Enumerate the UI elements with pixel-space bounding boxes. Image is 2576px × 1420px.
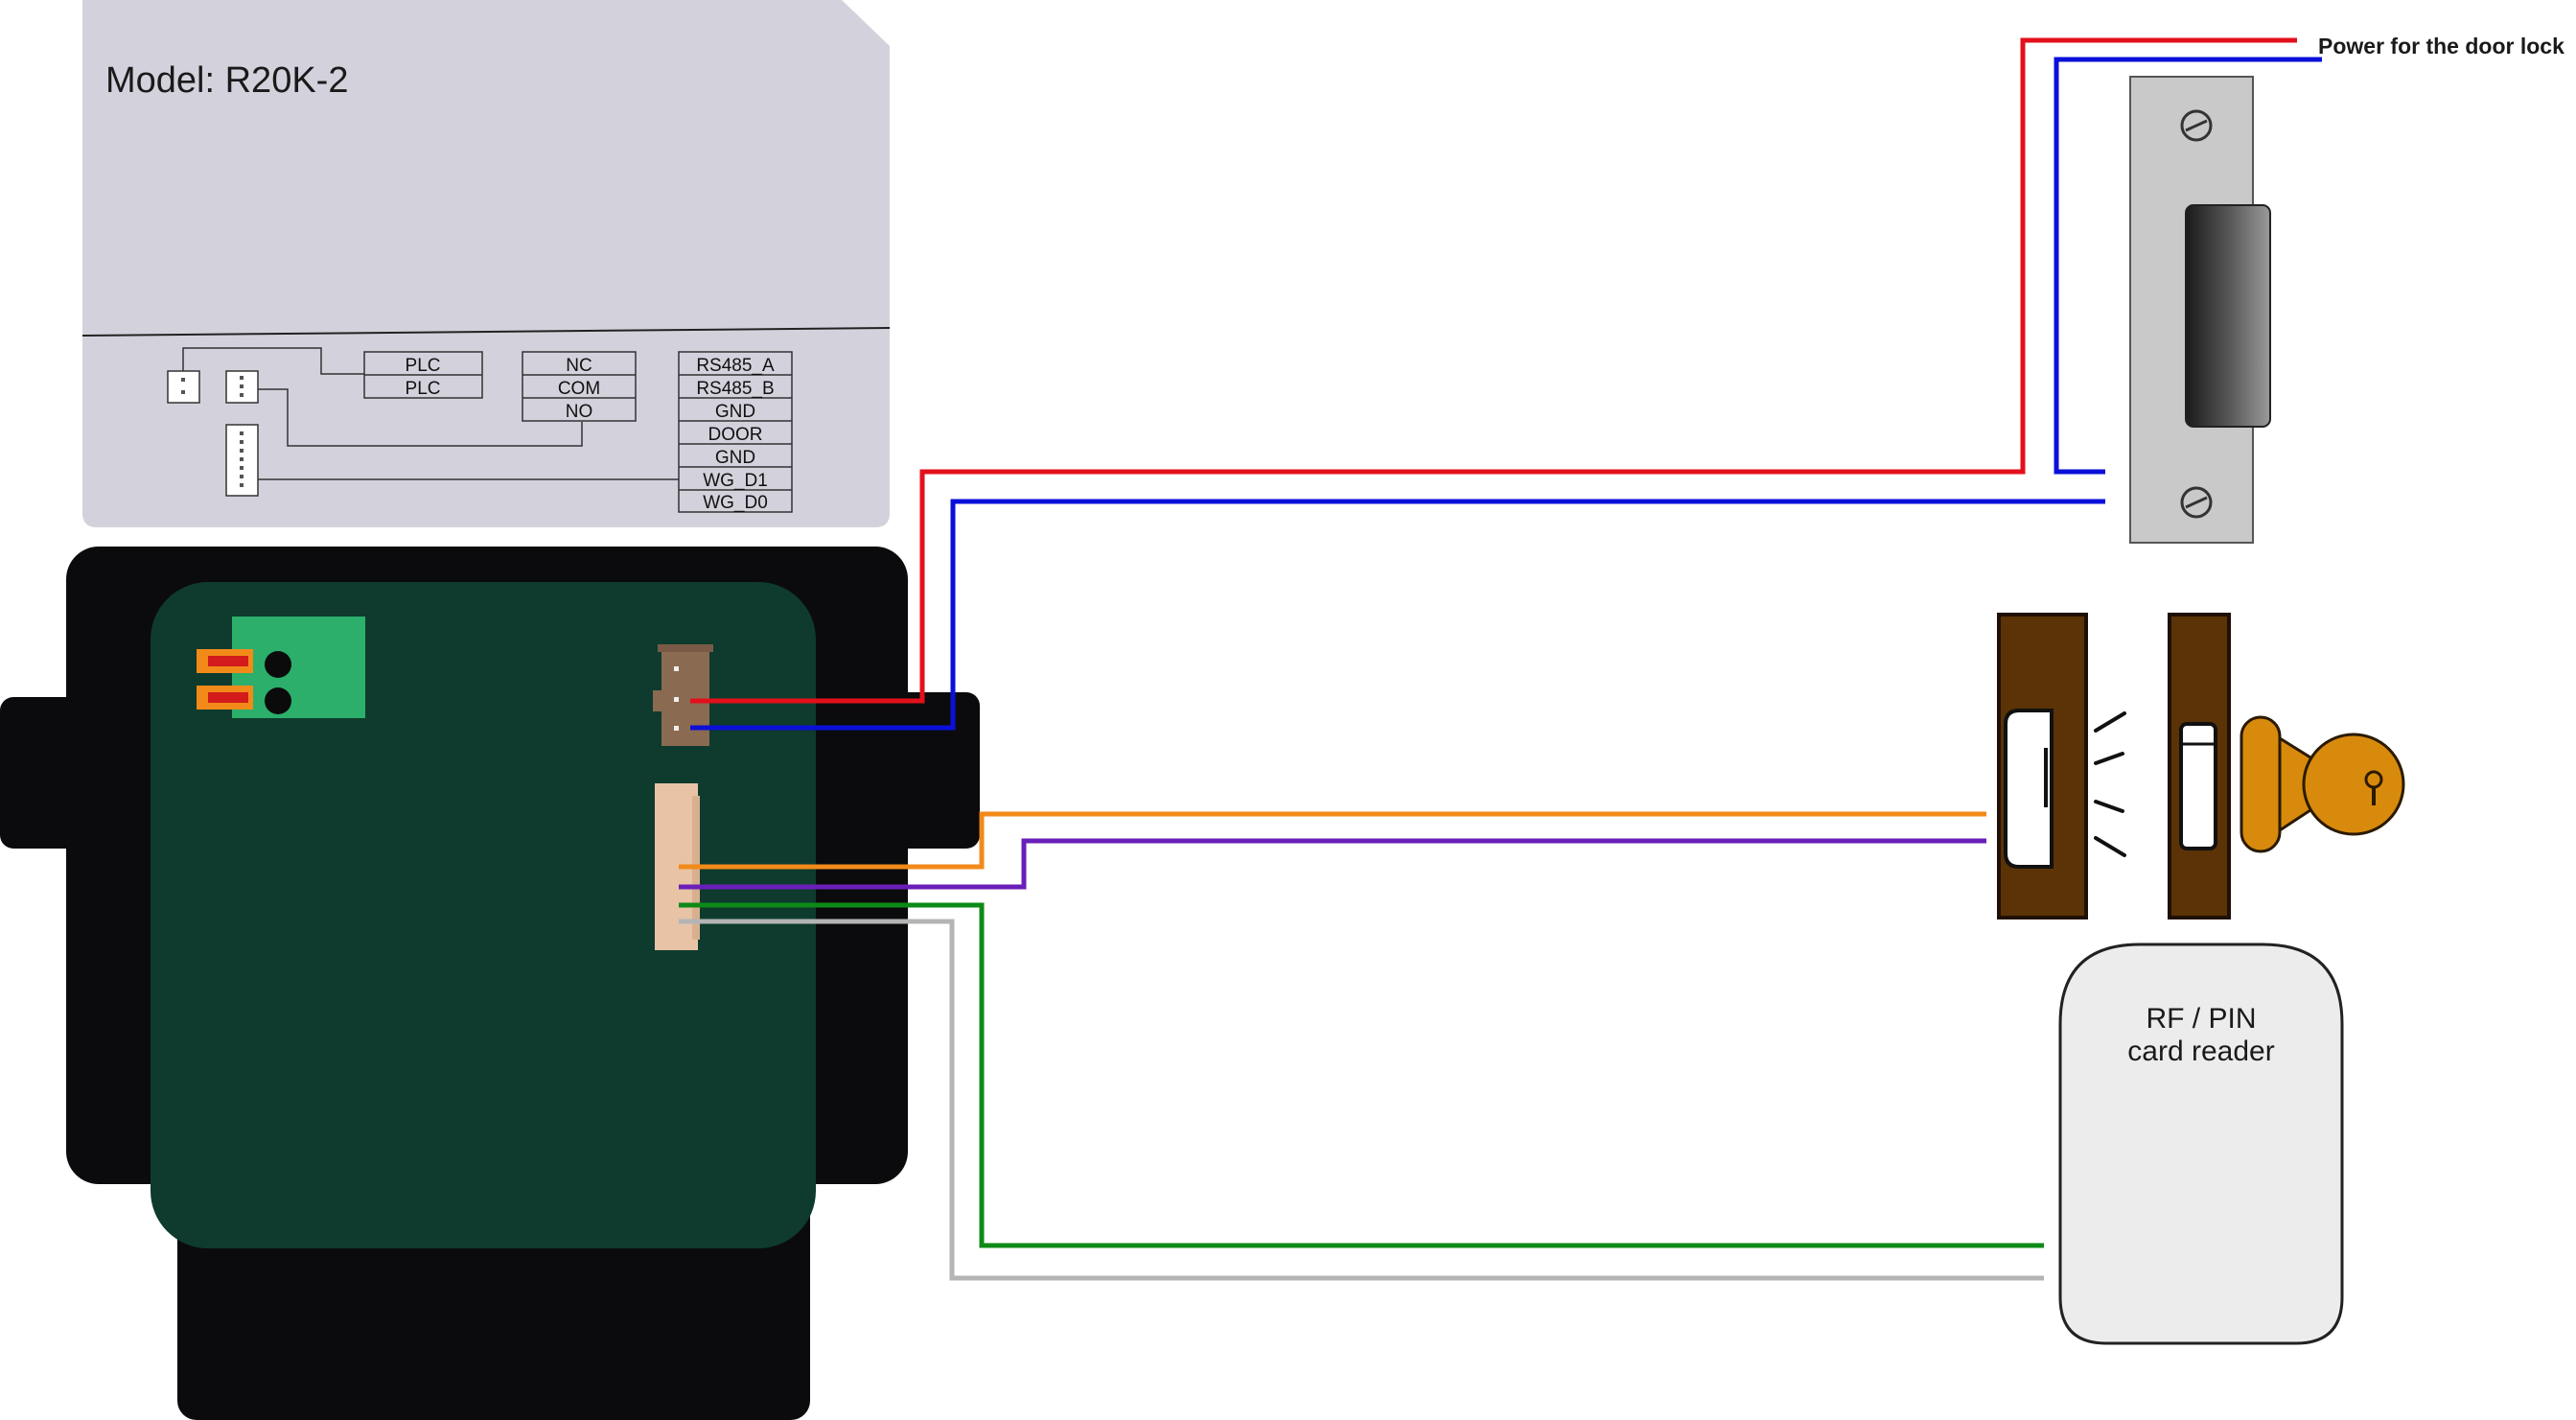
power-label: Power for the door lock <box>2318 34 2564 58</box>
wire-door-sensor-2 <box>679 838 1986 890</box>
door-lock-illustration <box>1997 613 2405 920</box>
electric-strike <box>2129 76 2271 544</box>
terminal-rs485-b: RS485_B <box>696 379 774 399</box>
terminal-wg-d0: WG_D0 <box>703 493 768 513</box>
signal-waves-icon <box>2094 711 2126 857</box>
door-knob-icon <box>2239 715 2405 853</box>
terminal-com: COM <box>558 379 600 399</box>
label-panel: Model: R20K-2 PLC PLC NC COM NO RS485_A <box>81 0 891 527</box>
wire-door-sensor-1 <box>679 811 1986 870</box>
terminal-plc-1: PLC <box>406 356 441 376</box>
wire-wiegand-d0 <box>679 919 2044 1281</box>
wire-lock-negative <box>2054 57 2322 475</box>
model-label: Model: R20K-2 <box>105 60 348 101</box>
card-reader: RF / PIN card reader <box>2058 943 2344 1345</box>
terminal-gnd-1: GND <box>715 402 755 422</box>
wire-power-positive <box>690 37 2297 704</box>
terminal-rs485-a: RS485_A <box>696 356 775 376</box>
power-terminal-block <box>197 617 365 718</box>
card-reader-label-line1: RF / PIN <box>2146 1003 2256 1035</box>
wire-wiegand-d1 <box>679 902 2044 1248</box>
terminal-nc: NC <box>566 356 592 376</box>
connector-2pin <box>167 370 200 404</box>
wire-power-negative <box>690 499 2105 731</box>
screw-icon <box>2180 486 2213 519</box>
pcb-board <box>151 582 816 1248</box>
card-reader-label-line2: card reader <box>2127 1036 2274 1067</box>
terminal-gnd-2: GND <box>715 448 755 468</box>
terminal-plc-2: PLC <box>406 379 441 399</box>
screw-icon <box>2180 109 2213 142</box>
terminal-door: DOOR <box>708 425 763 445</box>
controller-device <box>0 547 980 1420</box>
terminal-no: NO <box>566 402 593 422</box>
wires <box>679 37 2322 1281</box>
terminal-wg-d1: WG_D1 <box>703 471 768 491</box>
lock-connector <box>653 644 713 746</box>
